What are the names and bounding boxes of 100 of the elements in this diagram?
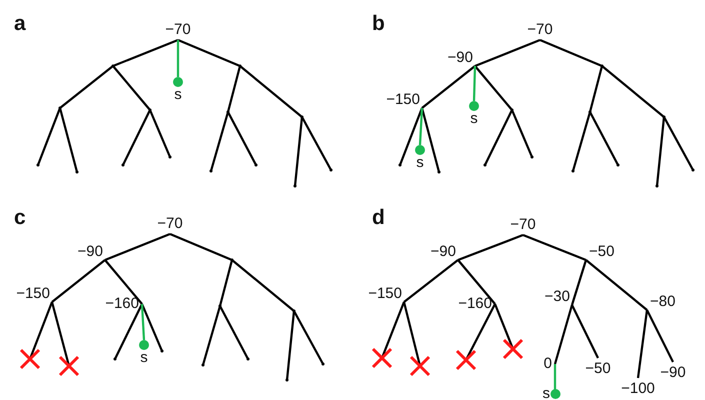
tree-branch — [51, 259, 106, 303]
tree-branch — [656, 116, 666, 186]
tree-branch — [227, 111, 257, 166]
tree-branch — [420, 108, 440, 172]
tree-joint — [218, 304, 222, 308]
tree-branch — [294, 116, 304, 186]
tree-branch — [601, 65, 665, 118]
tree-branch — [114, 304, 143, 360]
tree-branch — [484, 110, 513, 166]
state-label: s — [470, 111, 478, 126]
tree-joint — [656, 184, 658, 188]
tree-branch — [293, 310, 324, 365]
node-value: −50 — [589, 244, 614, 260]
tree-joint — [286, 378, 288, 382]
tree-branch — [522, 234, 586, 262]
tree-joint — [484, 164, 486, 166]
tree-joint — [226, 110, 230, 114]
panel-letter: c — [14, 206, 26, 230]
tree-branch — [380, 302, 406, 358]
node-value: −90 — [660, 365, 686, 381]
tree-joint — [168, 156, 172, 158]
tree-joint — [438, 170, 440, 174]
tree-branch — [112, 65, 151, 111]
panel-letter: a — [14, 12, 26, 36]
tree-joint — [530, 156, 534, 158]
highlighted-branch — [140, 304, 146, 340]
node-value: −70 — [527, 22, 553, 38]
tree-branch — [178, 38, 240, 68]
tree-branch — [148, 110, 172, 158]
node-value: −50 — [585, 361, 611, 377]
highlighted-branch — [554, 364, 556, 391]
node-value: −160 — [105, 296, 139, 312]
tree-branch — [104, 232, 170, 262]
tree-branch — [465, 304, 496, 360]
panel-letter: d — [372, 206, 385, 230]
tree-joint — [254, 164, 258, 166]
tree-branch — [570, 260, 588, 306]
tree-joint — [210, 170, 212, 172]
tree-branch — [301, 116, 332, 171]
tree-joint — [616, 164, 620, 166]
state-label: s — [542, 386, 550, 400]
node-value: −150 — [368, 286, 402, 302]
tree-branch — [589, 111, 619, 166]
tree-branch — [398, 108, 424, 166]
tree-branch — [286, 310, 296, 380]
tree-branch — [402, 302, 422, 366]
node-value: −160 — [458, 296, 492, 312]
tree-branch — [219, 305, 249, 360]
tree-joint — [300, 116, 304, 118]
state-label: s — [416, 155, 424, 170]
tree-joint — [510, 108, 514, 112]
tree-branch — [226, 66, 242, 112]
tree-joint — [114, 358, 116, 360]
tree-branch — [572, 112, 592, 172]
node-value: 0 — [544, 356, 552, 372]
tree-branch — [140, 304, 164, 352]
node-value: −70 — [157, 216, 183, 232]
tree-branch — [540, 38, 602, 68]
tree-branch — [231, 259, 295, 312]
tree-joint — [230, 258, 234, 262]
tree-joint — [202, 364, 204, 366]
tree-branch — [58, 108, 78, 172]
tree-joint — [692, 168, 694, 172]
tree-branch — [494, 304, 514, 350]
tree-branch — [210, 112, 230, 172]
node-value: −70 — [510, 217, 536, 233]
tree-branch — [585, 259, 648, 311]
highlighted-branch — [176, 40, 180, 77]
tree-branch — [421, 65, 476, 109]
tree-branch — [588, 66, 604, 112]
tree-joint — [662, 116, 666, 118]
tree-joint — [572, 170, 574, 172]
tree-joint — [58, 106, 62, 110]
tree-branch — [554, 304, 574, 364]
node-value: −150 — [16, 286, 50, 302]
tree-joint — [600, 64, 604, 68]
tree-branch — [239, 65, 303, 118]
tree-branch — [28, 302, 54, 360]
tree-joint — [122, 164, 124, 166]
tree-joint — [160, 350, 164, 352]
node-value: −90 — [430, 244, 456, 260]
tree-branch — [663, 116, 694, 171]
tree-joint — [322, 362, 324, 366]
tree-branch — [474, 65, 513, 111]
tree-branch — [112, 38, 178, 68]
node-value: −30 — [544, 289, 570, 305]
tree-joint — [238, 64, 242, 68]
tree-branch — [50, 302, 70, 366]
tree-joint — [36, 164, 40, 166]
tree-branch — [202, 306, 222, 366]
state-label: s — [174, 87, 182, 102]
node-value: −150 — [386, 92, 420, 108]
tree-joint — [294, 184, 296, 188]
tree-joint — [398, 164, 402, 166]
tree-branch — [474, 38, 540, 68]
tree-branch — [170, 232, 232, 262]
tree-branch — [636, 310, 648, 378]
tree-joint — [148, 108, 152, 112]
tree-joint — [76, 170, 78, 174]
node-value: −90 — [78, 244, 103, 260]
